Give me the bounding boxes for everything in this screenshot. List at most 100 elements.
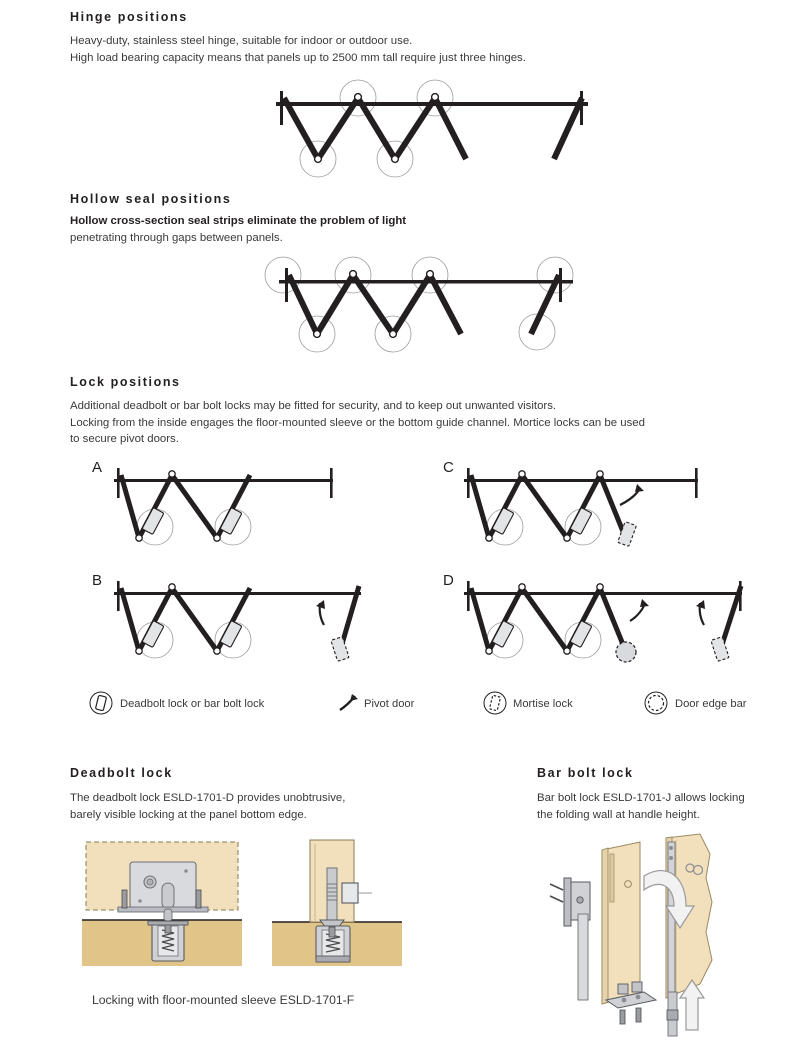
seal-left-post: [285, 268, 288, 302]
deadbolt-side-rod: [326, 867, 338, 921]
deadbolt-side-spring: [325, 933, 341, 953]
lock-d-left-post: [467, 581, 470, 611]
section-body-lock-positions: Additional deadbolt or bar bolt locks ma…: [70, 400, 645, 446]
lock-a-top-rail: [114, 479, 333, 482]
lock-a-left-post: [117, 468, 120, 498]
deadbolt-front-view-illustration: [82, 838, 242, 966]
bar-bolt-insert-arrow: [643, 870, 696, 930]
deadbolt-screw-a: [184, 869, 188, 873]
legend-door-edge-bar-icon: [643, 690, 669, 716]
deadbolt-side-base: [315, 955, 351, 963]
seal-guide-circles: [264, 256, 574, 353]
section-heading-hollow-seal-positions: Hollow seal positions: [70, 192, 232, 206]
bar-bolt-mortise-screws: [549, 883, 564, 903]
lock-a-right-post: [330, 468, 333, 498]
legend-pivot-door-icon: [336, 692, 362, 714]
lock-d-hinge-knuckles: [485, 583, 604, 655]
lock-c-deadbolt-blocks: [492, 507, 637, 547]
hinge-left-post: [280, 91, 283, 125]
deadbolt-fixing-screws: [121, 889, 202, 909]
lock-c-left-post: [467, 468, 470, 498]
lock-diagram-a: [108, 460, 353, 560]
diagram-label-c: C: [443, 459, 454, 476]
section-heading-hinge-positions: Hinge positions: [70, 10, 188, 24]
seal-hinge-knuckles: [312, 269, 435, 339]
legend-mortise-lock-icon: [482, 690, 508, 716]
deadbolt-side-threads: [327, 883, 337, 901]
bar-bolt-floor-plate: [604, 991, 658, 1009]
deadbolt-spring: [161, 929, 175, 952]
lock-d-pivot-arrowhead-right: [696, 600, 705, 609]
section-body-hollow-seal-rest: penetrating through gaps between panels.: [70, 232, 283, 244]
deadbolt-side-actuator: [341, 882, 359, 904]
diagram-label-a: A: [92, 459, 103, 476]
bar-bolt-left-panel-edge: [601, 847, 609, 1005]
deadbolt-bolt-tip: [163, 908, 173, 922]
lock-d-door-edge-bar: [615, 641, 637, 663]
legend-label-pivot-door: Pivot door: [364, 698, 415, 710]
bar-bolt-guide-blocks: [617, 981, 643, 995]
lock-a-deadbolt-blocks: [142, 507, 242, 535]
deadbolt-bolt-slot: [161, 882, 175, 910]
bar-bolt-right-panel-face: [665, 833, 713, 999]
lock-b-deadbolt-blocks: [142, 620, 350, 662]
lock-b-left-post: [117, 581, 120, 611]
legend-deadbolt-lock-icon: [88, 690, 114, 716]
lock-b-pivot-arrowhead: [316, 600, 325, 609]
hollow-seal-positions-diagram: [264, 255, 595, 355]
section-heading-lock-positions: Lock positions: [70, 375, 181, 389]
deadbolt-side-view-illustration: [272, 838, 402, 966]
bar-bolt-left-panel-hole: [624, 880, 632, 888]
lock-a-hinge-knuckles: [135, 470, 221, 542]
diagram-label-d: D: [443, 572, 454, 589]
lock-c-pivot-arrowhead: [635, 484, 644, 492]
lock-diagram-c: [458, 460, 718, 560]
deadbolt-side-plunger: [328, 926, 336, 938]
hinge-panel-zigzag: [281, 96, 585, 161]
lock-b-hinge-knuckles: [135, 583, 221, 655]
bar-bolt-rod-screw-top: [669, 846, 673, 850]
lock-d-deadbolt-blocks: [492, 620, 730, 662]
deadbolt-bracket: [117, 906, 209, 913]
legend-label-door-edge-bar: Door edge bar: [675, 698, 747, 710]
bar-bolt-floor-screws: [619, 1007, 642, 1025]
bar-bolt-floor-plate-hole-b: [635, 994, 641, 1000]
bar-bolt-mortise-faceplate: [563, 877, 572, 927]
section-body-hollow-seal-bold: Hollow cross-section seal strips elimina…: [70, 215, 407, 227]
bar-bolt-lock-illustration: [540, 832, 785, 1044]
lock-c-top-rail: [464, 479, 698, 482]
bar-bolt-floor-plate-hole-a: [621, 997, 627, 1003]
bar-bolt-lower-collar: [666, 1009, 679, 1021]
section-body-bar-bolt-lock: Bar bolt lock ESLD-1701-J allows locking…: [537, 792, 745, 821]
caption-floor-mounted-sleeve: Locking with floor-mounted sleeve ESLD-1…: [92, 993, 355, 1007]
section-heading-bar-bolt-lock: Bar bolt lock: [537, 766, 634, 780]
hinge-right-post: [580, 91, 583, 125]
deadbolt-cylinder-inner: [146, 878, 154, 886]
legend-label-deadbolt-lock: Deadbolt lock or bar bolt lock: [120, 698, 265, 710]
lock-b-panel-zigzag: [118, 585, 362, 653]
bar-bolt-up-arrow: [678, 978, 706, 1031]
bar-bolt-rosette-b: [692, 864, 704, 876]
section-body-hinge-positions: Heavy-duty, stainless steel hinge, suita…: [70, 35, 526, 64]
seal-panel-zigzag: [286, 273, 562, 336]
bar-bolt-left-panel-groove: [609, 853, 615, 903]
legend-label-mortise-lock: Mortise lock: [513, 698, 573, 710]
seal-right-post: [559, 268, 562, 302]
bar-bolt-mortise-cylinder: [576, 896, 584, 904]
deadbolt-sleeve-collar: [147, 920, 189, 926]
hinge-guide-circles: [299, 79, 454, 178]
section-heading-deadbolt-lock: Deadbolt lock: [70, 766, 173, 780]
lock-b-top-rail: [114, 592, 361, 595]
diagram-label-b: B: [92, 572, 103, 589]
section-body-deadbolt-lock: The deadbolt lock ESLD-1701-D provides u…: [70, 792, 346, 821]
hinge-positions-diagram: [270, 79, 600, 180]
bar-bolt-spare-bar: [577, 913, 589, 1001]
lock-d-pivot-arrowhead-mid: [640, 599, 649, 607]
bar-bolt-rod-screw-mid: [669, 856, 673, 860]
lock-diagram-d: [458, 573, 758, 673]
hinge-knuckles: [313, 92, 440, 164]
lock-diagram-b: [108, 573, 378, 673]
deadbolt-screw-b: [138, 899, 142, 903]
lock-c-hinge-knuckles: [485, 470, 604, 542]
